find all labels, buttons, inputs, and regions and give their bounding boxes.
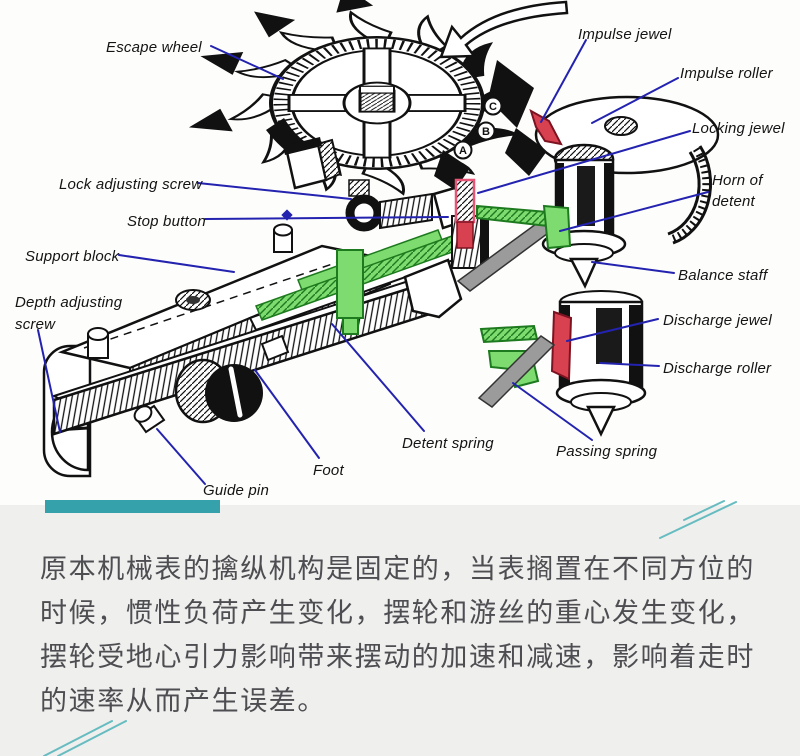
leader-escape-wheel [210, 45, 284, 80]
label-escape-wheel: Escape wheel [106, 39, 202, 56]
impulse-jewel-part [529, 108, 563, 146]
caption-line-3: 摆轮受地心引力影响带来摆动的加速和减速，影响着走时 [40, 642, 755, 672]
leader-impulse-jewel [540, 39, 587, 123]
label-discharge-jewel: Discharge jewel [663, 312, 772, 329]
label-detent-spring: Detent spring [402, 435, 494, 452]
foot-part [174, 358, 263, 424]
caption-line-4: 的速率从而产生误差。 [40, 686, 326, 716]
impulse-roller-drawing [534, 95, 720, 289]
leader-support-block [118, 254, 235, 273]
label-passing-spring: Passing spring [556, 443, 658, 460]
leader-guide-pin [156, 428, 206, 485]
label-balance-staff: Balance staff [678, 267, 768, 284]
label-locking-jewel: Locking jewel [692, 120, 785, 137]
escape-wheel-drawing [188, 0, 525, 196]
escapement-drawing: A B C [37, 0, 720, 485]
leader-balance-staff [591, 261, 675, 274]
locking-jewel-drawing [451, 178, 489, 269]
label-horn-of-detent: Horn of detent [712, 170, 792, 212]
leader-passing-spring [512, 382, 593, 441]
marker-c: C [489, 101, 497, 113]
label-impulse-roller: Impulse roller [680, 65, 773, 82]
label-support-block: Support block [25, 248, 120, 265]
leader-impulse-roller [591, 77, 679, 124]
caption-line-2: 时候，惯性负荷产生变化，摆轮和游丝的重心发生变化， [40, 598, 755, 628]
leader-discharge-jewel [566, 318, 659, 342]
leader-locking-jewel [477, 130, 691, 194]
leader-depth-adjusting-screw [37, 329, 61, 433]
label-depth-adjusting-line2: screw [15, 316, 56, 333]
caption-section: 原本机械表的擒纵机构是固定的，当表搁置在不同方位的 时候，惯性负荷产生变化，摆轮… [0, 505, 800, 756]
horn-of-detent-drawing [476, 204, 572, 250]
guide-pin-part [133, 404, 166, 434]
detent-drawing [248, 229, 478, 335]
label-guide-pin: Guide pin [203, 482, 270, 499]
leader-lock-adjusting-screw [197, 182, 352, 200]
leader-stop-button [204, 216, 449, 220]
lock-adjusting-screw-drawing [345, 179, 433, 232]
marker-a: A [459, 145, 467, 157]
label-depth-adjusting-screw: Depth adjusting screw [15, 292, 135, 336]
discharge-jewel-part [550, 310, 573, 381]
label-impulse-jewel: Impulse jewel [578, 26, 672, 43]
label-stop-button: Stop button [127, 213, 206, 230]
tooth-markers: A B C [453, 96, 503, 160]
leader-horn-of-detent [559, 191, 709, 232]
leader-foot [254, 369, 320, 459]
label-lock-adjusting-screw: Lock adjusting screw [59, 176, 203, 193]
leader-lines [37, 39, 709, 485]
label-horn-of-detent-line1: Horn of [712, 172, 763, 189]
label-depth-adjusting-line1: Depth adjusting [15, 294, 123, 311]
rotation-arrow [439, 0, 569, 59]
balance-staff-part [568, 257, 599, 289]
label-horn-of-detent-line2: detent [712, 193, 755, 210]
discharge-roller-drawing [550, 290, 647, 437]
caption-line-1: 原本机械表的擒纵机构是固定的，当表搁置在不同方位的 [40, 554, 755, 584]
marker-b: B [482, 126, 490, 138]
label-discharge-roller: Discharge roller [663, 360, 772, 377]
teal-accent-bar [45, 500, 220, 513]
leader-discharge-roller [599, 362, 660, 367]
leader-detent-spring [331, 323, 425, 432]
escapement-diagram: A B C Escape wheel Impulse jewel Impulse… [15, 0, 792, 499]
label-foot: Foot [313, 462, 344, 479]
